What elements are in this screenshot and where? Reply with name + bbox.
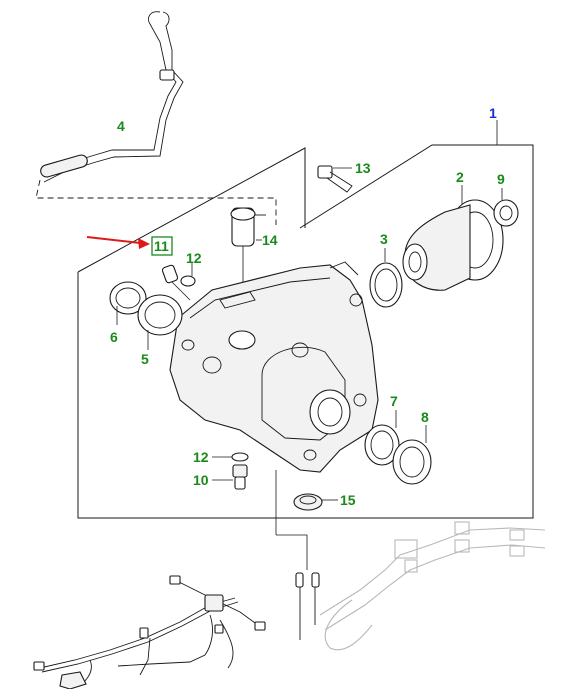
red-arrow xyxy=(86,236,150,249)
seal-15 xyxy=(293,493,338,511)
callout-4: 4 xyxy=(117,118,125,134)
plug-11 xyxy=(161,264,191,301)
drain-plug-10 xyxy=(212,464,248,490)
callout-8: 8 xyxy=(421,409,429,425)
callout-1: 1 xyxy=(489,105,497,121)
seal-ring-6 xyxy=(109,281,147,325)
seal-ring-3 xyxy=(369,248,403,308)
callout-11-box xyxy=(151,236,173,256)
seal-ring-5 xyxy=(137,294,183,350)
callout-6: 6 xyxy=(110,329,118,345)
transfer-case-housing xyxy=(169,261,379,473)
callout-14: 14 xyxy=(262,232,278,248)
sensor-14 xyxy=(230,207,266,335)
callout-10: 10 xyxy=(193,472,209,488)
seal-ring-8 xyxy=(392,425,432,485)
washer-12-upper xyxy=(180,262,196,287)
callout-3: 3 xyxy=(380,231,388,247)
ghost-harness xyxy=(319,521,546,651)
callout-11: 11 xyxy=(154,238,169,254)
callout-12-lower: 12 xyxy=(193,449,209,465)
callout-2: 2 xyxy=(456,169,464,185)
assembly-frame xyxy=(77,120,534,519)
wiring-connector xyxy=(275,470,320,640)
callout-5: 5 xyxy=(141,351,149,367)
callout-7: 7 xyxy=(390,393,398,409)
harness-overview xyxy=(33,575,266,689)
washer-12-lower xyxy=(212,452,249,462)
seal-ring-7 xyxy=(364,410,400,466)
nut-9 xyxy=(493,188,519,227)
callout-15: 15 xyxy=(340,492,356,508)
breather-pipe xyxy=(35,11,277,225)
callout-12-upper: 12 xyxy=(186,250,202,266)
callout-9: 9 xyxy=(497,171,505,187)
bolt-13 xyxy=(317,165,353,193)
output-flange-2 xyxy=(402,185,504,291)
callout-13: 13 xyxy=(355,160,371,176)
